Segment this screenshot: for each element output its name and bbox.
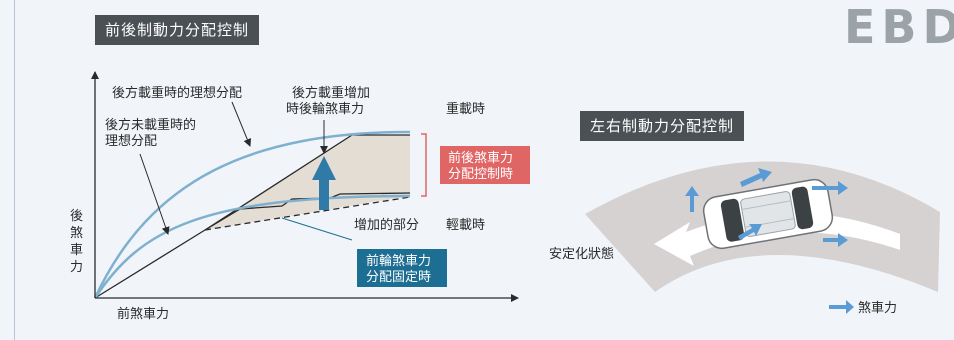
y-axis-char-3: 車 [70,243,83,258]
increase-arrow [312,156,336,210]
label-loaded: 重載時 [446,101,485,117]
y-axis-char-2: 煞 [70,226,83,241]
front-rear-title: 前後制動力分配控制 [95,15,260,45]
ideal-loaded-curve [93,130,411,299]
leader-ideal-unloaded [139,153,170,235]
label-light: 輕載時 [446,218,485,233]
leader-fixed [281,217,353,241]
increased-area [205,135,410,230]
label-increase-2: 時後輪煞車力 [286,101,364,117]
label-ideal-unloaded-2: 理想分配 [105,133,157,149]
label-fixed-2: 分配固定時 [366,270,431,285]
left-right-title: 左右制動力分配控制 [580,111,745,141]
label-increased-part: 增加的部分 [354,217,419,233]
left-right-illustration: 安定化狀態 煞車力 [549,161,940,316]
car-brake-arrows [685,168,848,247]
y-axis-char-4: 力 [70,260,83,275]
ebd-logo: EBD [844,2,954,52]
ideal-unloaded-curve [93,194,411,299]
label-increase-1: 後方載重增加 [292,85,370,101]
label-stabilize: 安定化狀態 [549,246,614,262]
fixed-distribution-line [204,196,411,231]
left-edge-divider [14,0,15,340]
label-ideal-unloaded-1: 後方未載重時的 [105,117,196,133]
fixed-box [357,249,447,287]
x-axis-label: 前煞車力 [117,306,169,322]
label-fixed-1: 前輪煞車力 [366,253,431,269]
legend-arrow-icon [829,300,854,314]
y-axis-char-1: 後 [70,209,83,224]
label-controlled-2: 分配控制時 [448,167,513,182]
leader-ideal-loaded [231,101,252,147]
car-icon [702,178,834,250]
front-rear-graph: 後方載重時的理想分配 後方未載重時的 理想分配 後方載重增加 時後輪煞車力 重載… [70,71,530,322]
legend-brake-label: 煞車力 [858,301,897,316]
label-ideal-loaded: 後方載重時的理想分配 [112,85,242,101]
control-box [440,146,530,184]
loaded-control-line [94,134,410,299]
control-bracket [421,133,427,197]
label-controlled-1: 前後煞車力 [448,150,513,166]
